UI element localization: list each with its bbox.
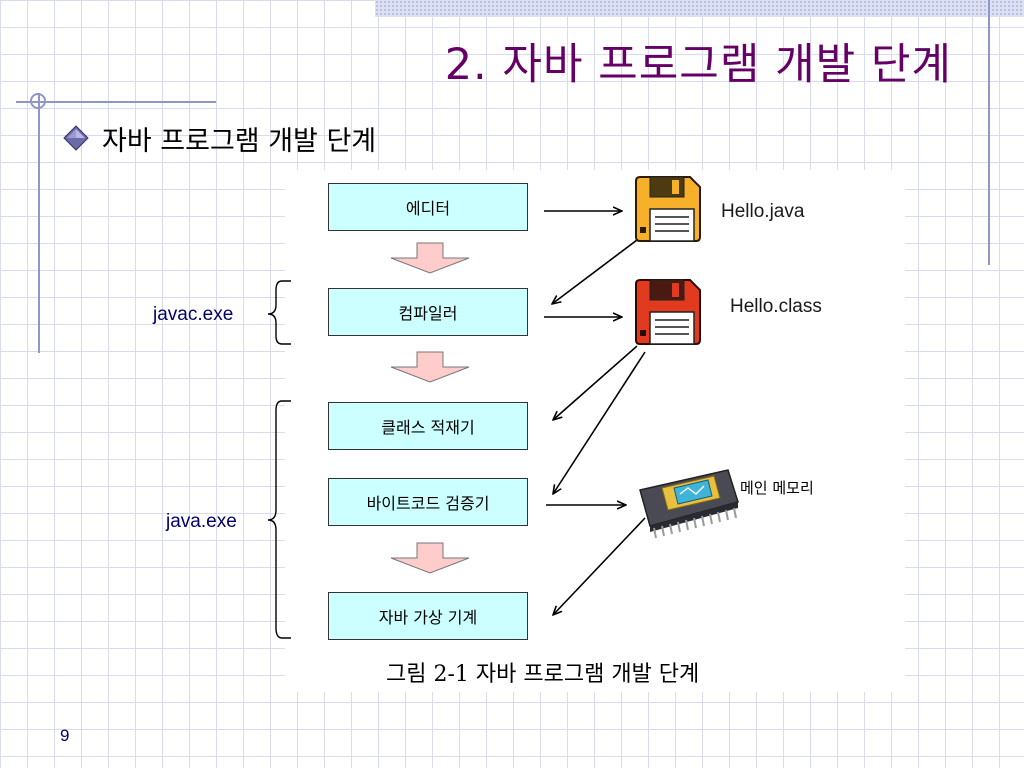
- floppy-disk-icon: [635, 279, 701, 345]
- slide-title: 2. 자바 프로그램 개발 단계: [444, 40, 952, 90]
- stage-compiler: 컴파일러: [328, 288, 528, 336]
- java-brace: [267, 400, 291, 639]
- left-guide-line: [38, 93, 40, 353]
- figure-caption: 그림 2-1 자바 프로그램 개발 단계: [386, 662, 700, 687]
- bullet-text: 자바 프로그램 개발 단계: [102, 125, 377, 157]
- diamond-bullet-icon: [63, 125, 89, 151]
- stage-bytecode-verifier: 바이트코드 검증기: [328, 478, 528, 526]
- crosshair-ornament: [30, 93, 46, 109]
- page-number: 9: [60, 726, 70, 745]
- class-file-label: Hello.class: [730, 296, 822, 317]
- connector-arrows: [544, 211, 646, 615]
- title-guide-line: [16, 101, 216, 103]
- flow-arrow-2: [390, 351, 470, 383]
- javac-label: javac.exe: [153, 304, 234, 325]
- main-memory-label: 메인 메모리: [740, 479, 814, 497]
- flow-arrow-3: [390, 542, 470, 574]
- stage-editor: 에디터: [328, 183, 528, 231]
- stage-class-loader: 클래스 적재기: [328, 402, 528, 450]
- top-decorative-band: [375, 0, 1024, 17]
- javac-brace: [267, 280, 291, 345]
- source-file-label: Hello.java: [721, 201, 805, 222]
- floppy-disk-icon: [635, 176, 701, 242]
- bullet-item: 자바 프로그램 개발 단계: [62, 118, 376, 158]
- java-label: java.exe: [166, 511, 237, 532]
- stage-jvm: 자바 가상 기계: [328, 592, 528, 640]
- flow-arrow-1: [390, 242, 470, 274]
- memory-chip-icon: [639, 469, 739, 539]
- right-guide-line: [988, 0, 990, 265]
